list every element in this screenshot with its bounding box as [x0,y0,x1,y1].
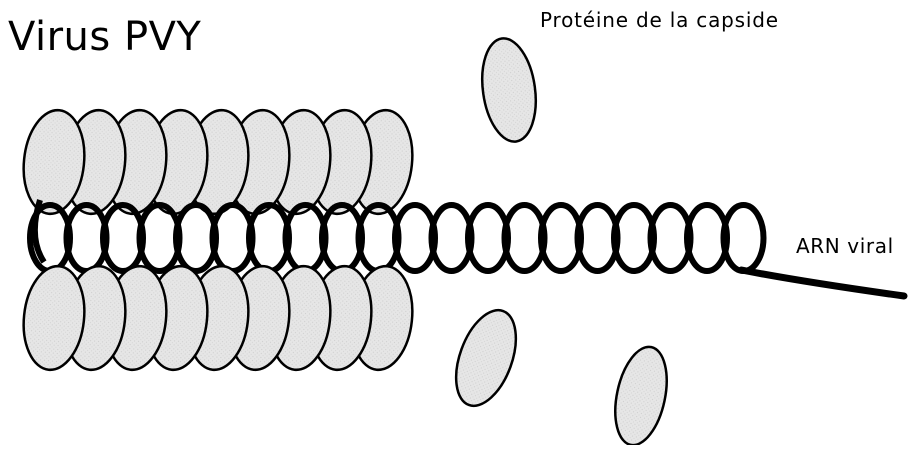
capsid-back-layer [19,107,418,217]
free-capsid-protein-2 [444,302,527,414]
viral-rna-label: ARN viral [796,234,894,258]
free-capsid-protein-3 [607,342,675,445]
diagram-title: Virus PVY [8,14,201,60]
free-capsid-proteins [444,35,674,445]
capsid-protein-label: Protéine de la capside [540,8,779,32]
rna-strand-tail [742,270,905,296]
capsid-front-layer [19,263,418,373]
free-capsid-protein-1 [476,35,542,145]
